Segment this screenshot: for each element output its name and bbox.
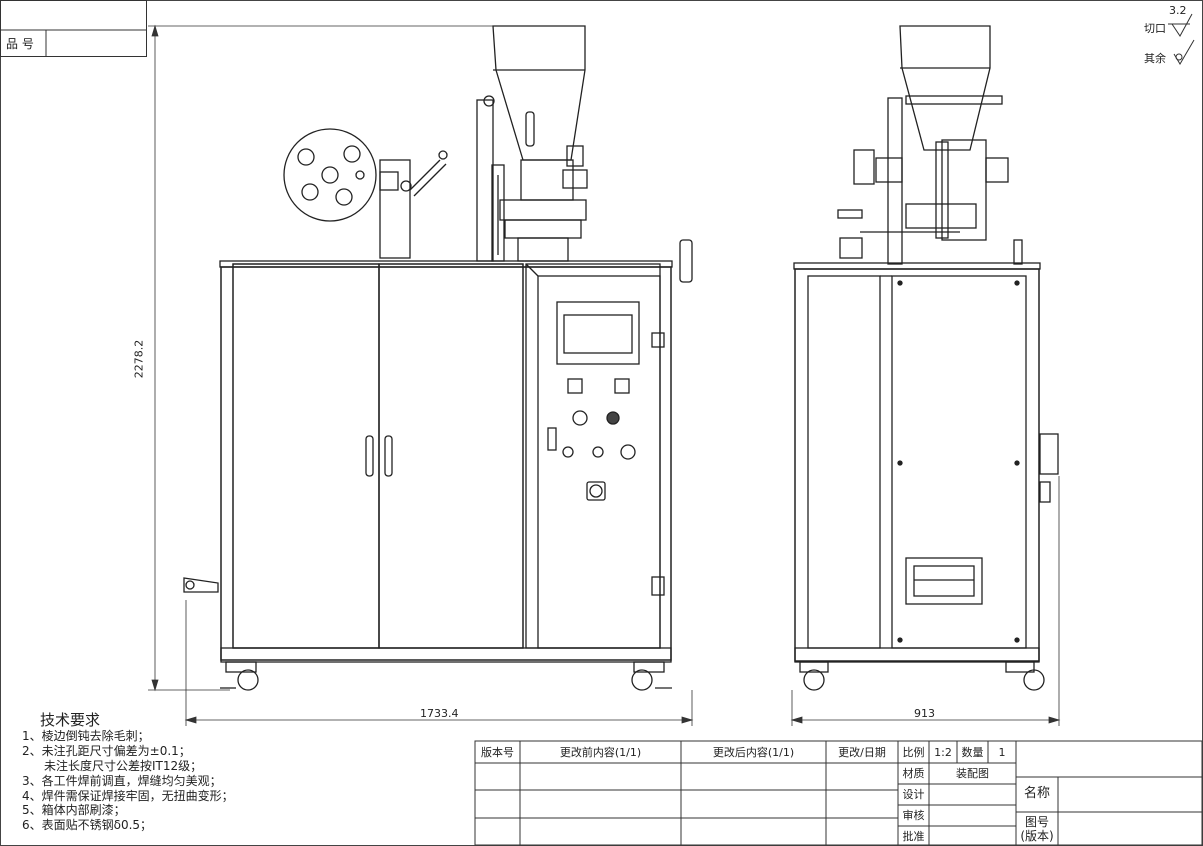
surface-finish-value: 3.2: [1169, 4, 1187, 17]
tech-requirement-item: 4、焊件需保证焊接牢固，无扭曲变形；: [22, 789, 234, 803]
design-label: 设计: [902, 788, 925, 801]
scale-value: 1:2: [934, 746, 952, 759]
material-value: 装配图: [956, 767, 989, 780]
front-width-dimension: 1733.4: [420, 707, 459, 720]
change-date-header: 更改/日期: [838, 746, 886, 759]
review-label: 审核: [902, 809, 925, 822]
tech-requirement-item: 6、表面贴不锈钢δ0.5；: [22, 818, 153, 832]
approve-label: 批准: [902, 830, 925, 843]
side-width-dimension: 913: [914, 707, 935, 720]
material-label: 材质: [902, 767, 925, 780]
tech-requirements-heading: 技术要求: [40, 711, 101, 729]
tech-requirement-item: 2、未注孔距尺寸偏差为±0.1；: [22, 744, 191, 758]
qty-label: 数量: [961, 746, 984, 759]
side-view: [793, 25, 1059, 691]
tech-requirement-item: 5、箱体内部刷漆；: [22, 803, 126, 817]
drawing-no-sub-label: (版本): [1020, 829, 1054, 843]
product-no-label: 品 号: [6, 37, 34, 51]
qty-value: 1: [998, 746, 1006, 759]
surface-finish-other-label: 其余: [1144, 52, 1166, 65]
tech-requirement-item: 1、棱边倒钝去除毛刺；: [22, 729, 150, 743]
version-no-header: 版本号: [481, 746, 514, 759]
title-block-grid: [474, 740, 1203, 846]
name-label: 名称: [1023, 786, 1050, 801]
surface-finish-cut-label: 切口: [1144, 22, 1166, 35]
before-change-header: 更改前内容(1/1): [559, 746, 642, 759]
height-dimension: 2278.2: [132, 339, 146, 379]
surface-finish-icon: [1168, 13, 1195, 65]
scale-label: 比例: [902, 746, 925, 759]
after-change-header: 更改后内容(1/1): [712, 746, 795, 759]
front-view: [183, 25, 693, 691]
tech-requirement-item: 未注长度尺寸公差按IT12级；: [44, 759, 203, 773]
title-corner: [0, 0, 147, 57]
tech-requirement-item: 3、各工件焊前调直，焊缝均匀美观；: [22, 774, 222, 788]
dimension-lines: [148, 24, 1061, 726]
drawing-no-label: 图号: [1024, 815, 1049, 829]
